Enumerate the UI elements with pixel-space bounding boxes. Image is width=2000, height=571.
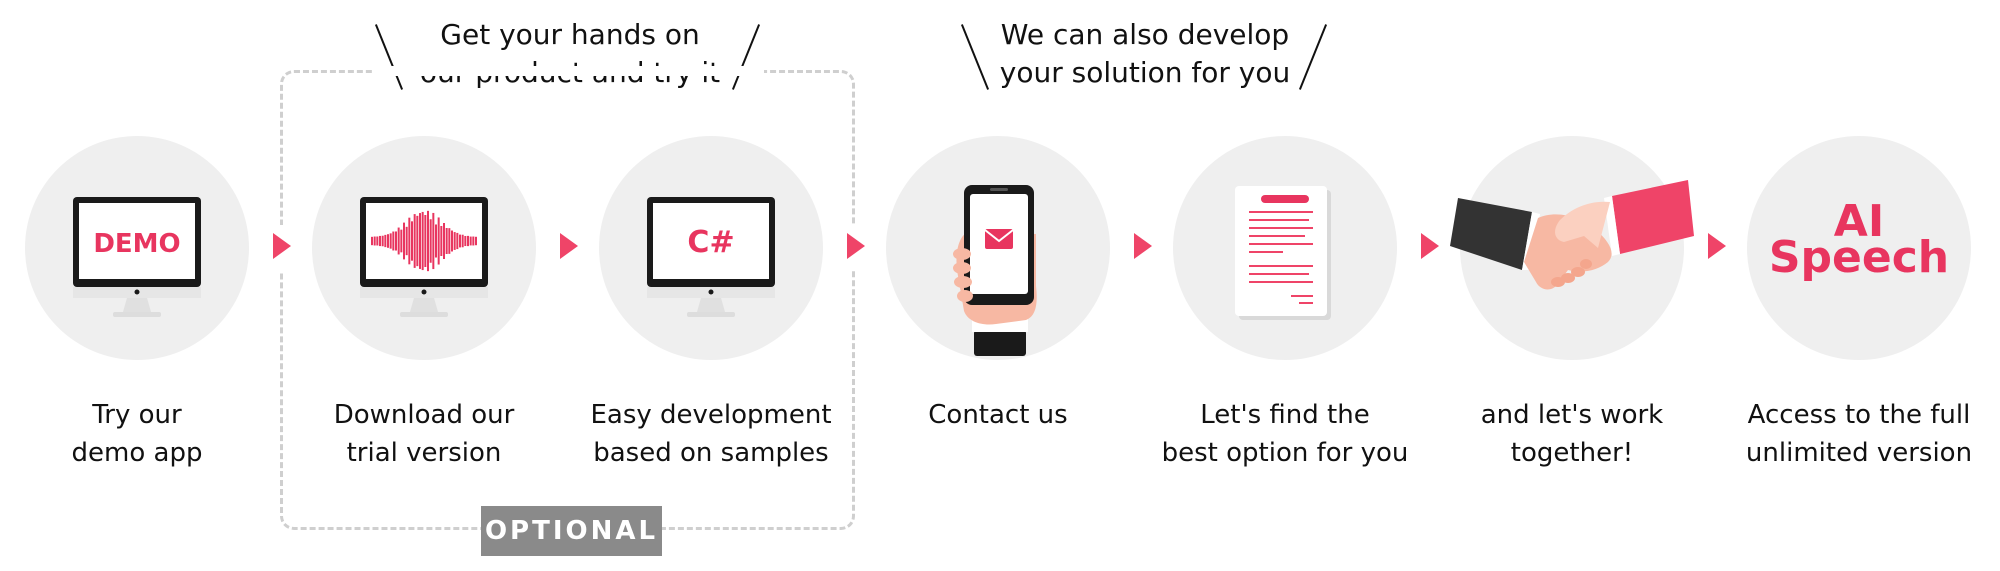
- arrow-right-icon: [560, 233, 578, 259]
- step-label-contact-line1: Contact us: [928, 400, 1068, 430]
- demo-screen-text: DEMO: [93, 229, 180, 259]
- header-develop-line1: We can also develop: [1000, 18, 1290, 51]
- step-label-samples-line2: based on samples: [593, 438, 829, 468]
- step-circle-demo: DEMO: [25, 136, 249, 360]
- step-label-trial-line2: trial version: [346, 438, 502, 468]
- step-circle-trial: [312, 136, 536, 360]
- step-circle-together: [1450, 136, 1694, 360]
- step-circle-samples: C#: [599, 136, 823, 360]
- step-label-samples: Easy development based on samples: [576, 396, 846, 472]
- phone-email-icon: [953, 185, 1037, 356]
- ai-speech-logo-line2: Speech: [1768, 232, 1950, 283]
- csharp-monitor-icon: C#: [647, 197, 775, 317]
- header-develop: We can also develop your solution for yo…: [995, 16, 1295, 92]
- step-label-option: Let's find the best option for you: [1150, 396, 1420, 472]
- step-label-samples-line1: Easy development: [590, 400, 832, 430]
- demo-monitor-icon: DEMO: [73, 197, 201, 317]
- step-circle-full-version: AI Speech: [1747, 136, 1971, 360]
- step-label-together-line2: together!: [1510, 438, 1634, 468]
- step-label-together-line1: and let's work: [1480, 400, 1664, 430]
- header-develop-line2: your solution for you: [999, 56, 1291, 89]
- header-trial-line1: Get your hands on: [440, 18, 700, 51]
- step-label-trial: Download our trial version: [289, 396, 559, 472]
- step-label-option-line2: best option for you: [1161, 438, 1409, 468]
- optional-badge: OPTIONAL: [481, 506, 662, 556]
- csharp-screen-text: C#: [687, 225, 734, 260]
- header-slash-right-2: [1298, 24, 1328, 90]
- step-label-contact: Contact us: [863, 396, 1133, 434]
- step-label-option-line1: Let's find the: [1200, 400, 1370, 430]
- handshake-icon: [1450, 180, 1694, 290]
- step-label-demo-line2: demo app: [71, 438, 203, 468]
- arrow-right-icon: [1134, 233, 1152, 259]
- document-icon: [1235, 186, 1331, 320]
- step-label-full-version-line1: Access to the full: [1747, 400, 1971, 430]
- arrow-right-icon: [1708, 233, 1726, 259]
- arrow-right-icon: [273, 233, 291, 259]
- step-circle-option: [1173, 136, 1397, 360]
- arrow-right-icon: [847, 233, 865, 259]
- step-circle-contact: [886, 136, 1110, 360]
- soundwave-bars: [371, 210, 477, 272]
- step-label-trial-line1: Download our: [333, 400, 515, 430]
- step-label-full-version: Access to the full unlimited version: [1724, 396, 1994, 472]
- step-label-together: and let's work together!: [1437, 396, 1707, 472]
- arrow-right-icon: [1421, 233, 1439, 259]
- soundwave-monitor-icon: [360, 197, 488, 317]
- dash-gap-top: [372, 66, 764, 76]
- header-slash-left-2: [960, 24, 990, 90]
- step-label-demo-line1: Try our: [92, 400, 182, 430]
- step-label-demo: Try our demo app: [2, 396, 272, 472]
- step-label-full-version-line2: unlimited version: [1745, 438, 1973, 468]
- ai-speech-logo-line1: AI: [1833, 196, 1885, 247]
